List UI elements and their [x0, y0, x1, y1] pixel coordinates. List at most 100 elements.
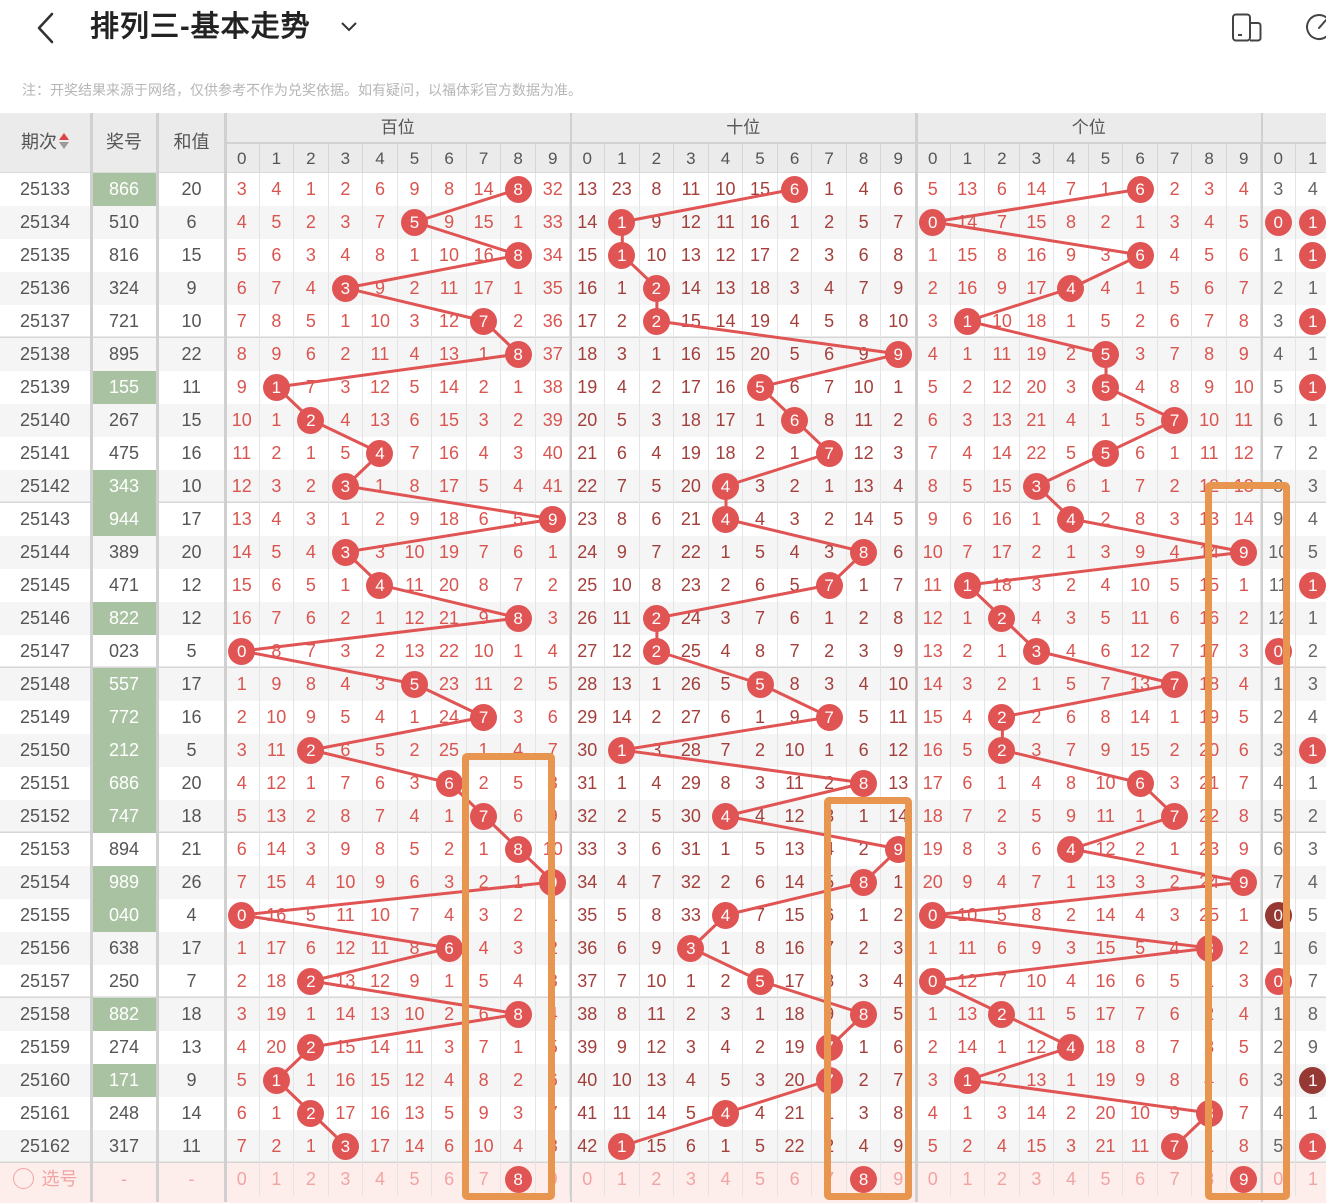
tens-cell: 24: [571, 536, 606, 569]
tens-cell: 32: [571, 800, 606, 833]
tens-pick-digit[interactable]: 3: [674, 1163, 709, 1196]
units-cell: 10: [1123, 569, 1158, 602]
tens-cell: 4: [847, 1130, 882, 1163]
hundreds-pick-digit[interactable]: 9: [536, 1163, 571, 1196]
hundreds-pick-digit[interactable]: 5: [398, 1163, 433, 1196]
period-cell: 25155: [0, 899, 90, 932]
tens-cell: 14: [571, 206, 606, 239]
tens-pick-digit[interactable]: 1: [605, 1163, 640, 1196]
tens-pick-digit[interactable]: 0: [571, 1163, 606, 1196]
tens-cell: 20: [743, 338, 778, 371]
units-cell: 2: [1054, 338, 1089, 371]
units-cell: 5: [1089, 371, 1124, 404]
tens-cell: 2: [743, 437, 778, 470]
hundreds-pick-digit[interactable]: 3: [329, 1163, 364, 1196]
hit-ball: 4: [712, 1100, 739, 1127]
units-cell: 7: [1123, 470, 1158, 503]
tens-cell: 7: [881, 1064, 916, 1097]
tens-pick-digit[interactable]: 6: [778, 1163, 813, 1196]
tens-pick-digit[interactable]: 5: [743, 1163, 778, 1196]
tens-cell: 5: [743, 371, 778, 404]
units-cell: 2: [916, 272, 951, 305]
hit-ball: 1: [1299, 308, 1326, 335]
units-pick-digit[interactable]: 9: [1227, 1163, 1262, 1196]
hundreds-cell: 3: [329, 1130, 364, 1163]
hundreds-cell: 11: [329, 899, 364, 932]
tens-cell: 36: [571, 932, 606, 965]
tens-pick-digit[interactable]: 7: [812, 1163, 847, 1196]
units-pick-digit[interactable]: 8: [1192, 1163, 1227, 1196]
tens-cell: 2: [847, 1064, 882, 1097]
tens-cell: 11: [674, 173, 709, 206]
tens-cell: 23: [571, 503, 606, 536]
tens-pick-digit[interactable]: 8: [847, 1163, 882, 1196]
distribution-cell: 1: [1262, 668, 1297, 701]
hundreds-cell: 1: [294, 998, 329, 1031]
hit-ball: 6: [781, 176, 808, 203]
units-pick-digit[interactable]: 7: [1158, 1163, 1193, 1196]
hundreds-pick-digit[interactable]: 4: [363, 1163, 398, 1196]
distribution-pick-digit[interactable]: 0: [1262, 1163, 1297, 1196]
hundreds-cell: 4: [398, 800, 433, 833]
hundreds-cell: 10: [536, 833, 571, 866]
units-cell: 1: [1192, 965, 1227, 998]
tens-cell: 2: [812, 767, 847, 800]
units-cell: 1: [1123, 206, 1158, 239]
top-bar: 排列三-基本走势: [0, 0, 1326, 62]
units-cell: 3: [1089, 536, 1124, 569]
tens-pick-digit[interactable]: 2: [640, 1163, 675, 1196]
hundreds-pick-digit[interactable]: 2: [294, 1163, 329, 1196]
hundreds-pick-digit[interactable]: 7: [467, 1163, 502, 1196]
hundreds-cell: 33: [536, 206, 571, 239]
units-pick-digit[interactable]: 6: [1123, 1163, 1158, 1196]
units-cell: 24: [1192, 866, 1227, 899]
title-dropdown-button[interactable]: [339, 20, 359, 34]
hundreds-cell: 9: [536, 503, 571, 536]
hundreds-cell: 8: [260, 305, 295, 338]
picker-number-placeholder: -: [92, 1163, 157, 1196]
period-cell: 25153: [0, 833, 90, 866]
hit-ball: 1: [608, 737, 635, 764]
tens-cell: 10: [709, 173, 744, 206]
distribution-pick-digit[interactable]: 1: [1296, 1163, 1326, 1196]
units-cell: 4: [1054, 503, 1089, 536]
hit-ball: 7: [470, 308, 497, 335]
period-cell: 25154: [0, 866, 90, 899]
units-pick-digit[interactable]: 2: [985, 1163, 1020, 1196]
hundreds-cell: 4: [294, 272, 329, 305]
hit-ball: 8: [505, 341, 532, 368]
back-button[interactable]: [33, 10, 59, 46]
hit-ball: 1: [954, 308, 981, 335]
units-cell: 3: [951, 404, 986, 437]
hundreds-pick-digit[interactable]: 0: [225, 1163, 260, 1196]
hundreds-pick-digit[interactable]: 6: [432, 1163, 467, 1196]
units-cell: 4: [1054, 1031, 1089, 1064]
units-cell: 5: [951, 470, 986, 503]
hundreds-cell: 3: [329, 371, 364, 404]
tens-pick-digit[interactable]: 4: [709, 1163, 744, 1196]
units-pick-digit[interactable]: 1: [951, 1163, 986, 1196]
units-cell: 6: [985, 173, 1020, 206]
timer-button[interactable]: [1304, 13, 1326, 43]
hundreds-pick-digit[interactable]: 8: [501, 1163, 536, 1196]
units-pick-digit[interactable]: 4: [1054, 1163, 1089, 1196]
units-cell: 10: [1123, 1097, 1158, 1130]
period-header[interactable]: 期次: [0, 113, 90, 173]
units-pick-digit[interactable]: 3: [1020, 1163, 1055, 1196]
sort-icon[interactable]: [59, 133, 69, 151]
units-pick-digit[interactable]: 0: [916, 1163, 951, 1196]
hundreds-cell: 4: [501, 470, 536, 503]
tens-cell: 5: [743, 833, 778, 866]
tens-pick-digit[interactable]: 9: [881, 1163, 916, 1196]
hundreds-pick-digit[interactable]: 1: [260, 1163, 295, 1196]
units-pick-digit[interactable]: 5: [1089, 1163, 1124, 1196]
sum-cell: 7: [158, 965, 225, 998]
pick-number-button[interactable]: 选号: [0, 1163, 90, 1196]
page-title[interactable]: 排列三-基本走势: [90, 7, 311, 47]
units-cell: 8: [1192, 1097, 1227, 1130]
units-cell: 1: [951, 305, 986, 338]
hundreds-cell: 3: [329, 635, 364, 668]
rotate-screen-button[interactable]: [1231, 13, 1263, 43]
